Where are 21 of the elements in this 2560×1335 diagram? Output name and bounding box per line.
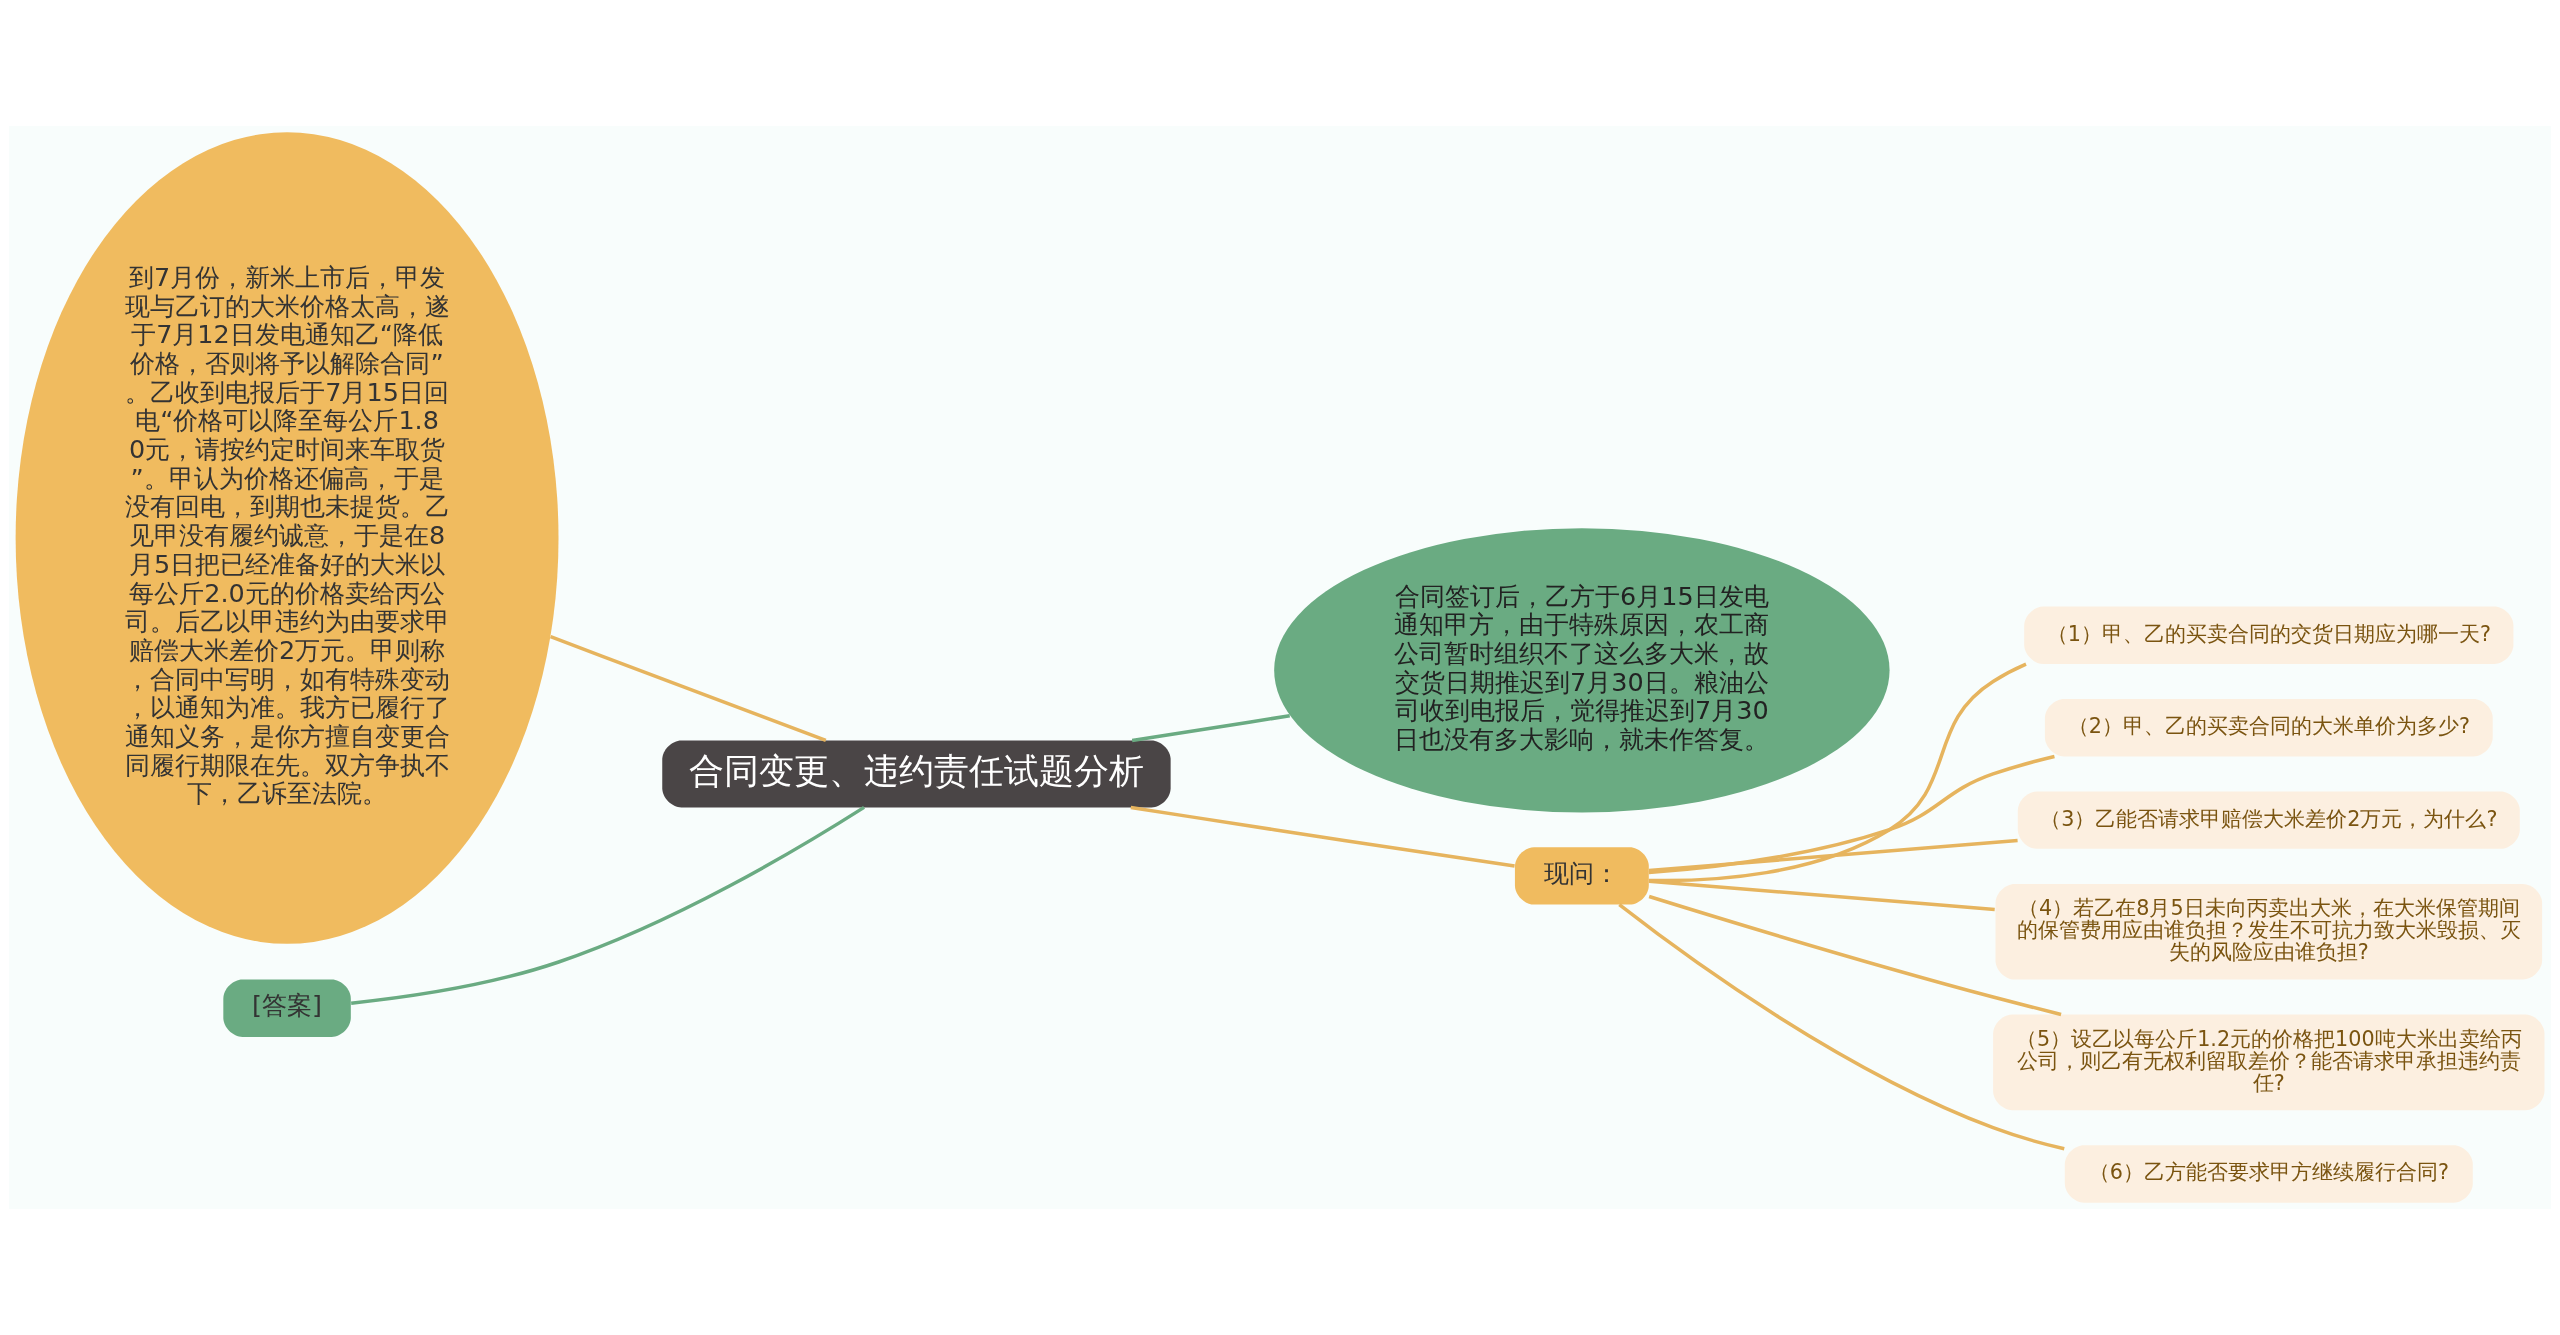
node-box: （1）甲、乙的买卖合同的交货日期应为哪一天? [2024,606,2514,664]
node-box: （2）甲、乙的买卖合同的大米单价为多少? [2044,699,2493,757]
connector [1648,894,2062,1017]
node-box: （6）乙方能否要求甲方继续履行合同? [2064,1145,2473,1203]
node-box: （4）若乙在8月5日未向丙卖出大米，在大米保管期间的保管费用应由谁负担？发生不可抗力致大米毁损、灭失的风险应由谁负担? [1995,883,2543,980]
connector [1648,662,2027,883]
connector [350,805,865,1005]
connector [1648,879,1995,912]
node-box: （3）乙能否请求甲赔偿大米差价2万元，为什么? [2017,791,2520,849]
connector [1130,805,1515,868]
connector [550,635,827,743]
connector [1648,754,2055,875]
node-box: [答案] [223,979,351,1037]
node-ellipse: 到7月份，新米上市后，甲发现与乙订的大米价格太高，遂于7月12日发电通知乙“降低价格，否则将予以解除合同”。乙收到电报后于7月15日回电“价格可以降至每公斤1.80元，请按约定时间来车取货”。甲认为价格还偏高，于是没有回电，到期也未提货。乙见甲没有履约诚意，于是在8月5日把已经准备好的大米以每公斤2.0元的价格卖给丙公司。后乙以甲违约为由要求甲赔偿大米差价2万元。甲则称，合同中写明，如有特殊变动，以通知为准。我方已履行了通知义务，是你方擅自变更合同履行期限在先。双方争执不下，乙诉至法院。 [15,132,559,944]
connector [1648,838,2018,873]
node-box: 合同变更、违约责任试题分析 [662,740,1171,808]
connector [1131,714,1291,743]
connector [1618,903,2065,1151]
node-box: 现问： [1514,847,1649,905]
node-ellipse: 合同签订后，乙方于6月15日发电通知甲方，由于特殊原因，农工商公司暂时组织不了这么多大米，故交货日期推迟到7月30日。粮油公司收到电报后，觉得推迟到7月30日也没有多大影响，就未作答复。 [1274,528,1890,813]
node-box: （5）设乙以每公斤1.2元的价格把100吨大米出卖给丙公司，则乙有无权利留取差价？能否请求甲承担违约责任? [1993,1014,2545,1111]
